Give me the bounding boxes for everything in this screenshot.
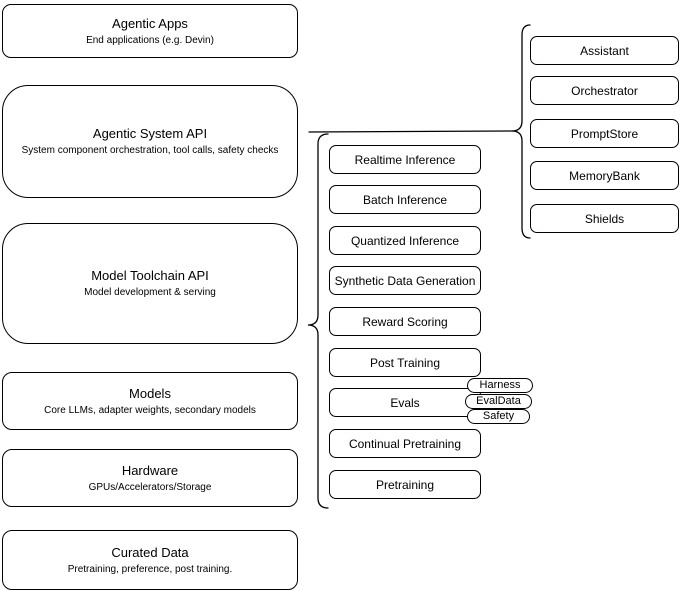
component-orchestrator: Orchestrator	[530, 76, 679, 105]
box-agentic-apps: Agentic Apps End applications (e.g. Devi…	[2, 4, 298, 58]
box-models: Models Core LLMs, adapter weights, secon…	[2, 372, 298, 430]
service-label: Post Training	[369, 355, 441, 370]
service-label: Evals	[390, 395, 420, 410]
eval-tag-safety: Safety	[467, 409, 530, 424]
component-label: Shields	[584, 211, 625, 226]
service-label: Synthetic Data Generation	[334, 273, 476, 288]
component-shields: Shields	[530, 204, 679, 233]
service-reward-scoring: Reward Scoring	[329, 307, 481, 336]
box-subtitle: System component orchestration, tool cal…	[21, 145, 279, 156]
service-label: Continual Pretraining	[348, 436, 462, 451]
eval-tag-evaldata: EvalData	[465, 394, 532, 409]
box-subtitle: End applications (e.g. Devin)	[86, 34, 214, 46]
service-label: Realtime Inference	[354, 152, 456, 167]
component-label: Orchestrator	[571, 83, 638, 98]
service-batch-inference: Batch Inference	[329, 185, 481, 214]
component-label: Assistant	[580, 43, 629, 58]
component-promptstore: PromptStore	[530, 119, 679, 148]
component-assistant: Assistant	[530, 36, 679, 65]
service-label: Quantized Inference	[350, 233, 460, 248]
service-label: Pretraining	[375, 477, 435, 492]
service-label: Reward Scoring	[362, 314, 448, 329]
box-title: Hardware	[121, 462, 179, 478]
box-title: Agentic Apps	[112, 15, 188, 31]
box-title: Curated Data	[111, 544, 189, 560]
service-realtime-inference: Realtime Inference	[329, 145, 481, 174]
service-evals: Evals	[329, 388, 481, 417]
tag-label: EvalData	[476, 395, 521, 407]
box-subtitle: Core LLMs, adapter weights, secondary mo…	[44, 404, 256, 416]
component-label: PromptStore	[570, 126, 639, 141]
box-subtitle: Model development & serving	[84, 287, 216, 298]
system-components-brace	[511, 24, 531, 239]
service-continual-pretraining: Continual Pretraining	[329, 429, 481, 458]
service-synthetic-data-generation: Synthetic Data Generation	[329, 266, 481, 295]
tag-label: Harness	[479, 379, 521, 391]
box-title: Agentic System API	[92, 126, 208, 141]
box-title: Model Toolchain API	[91, 268, 209, 283]
box-model-toolchain-api: Model Toolchain API Model development & …	[2, 223, 298, 344]
box-subtitle: Pretraining, preference, post training.	[67, 563, 233, 575]
component-memorybank: MemoryBank	[530, 161, 679, 190]
tag-label: Safety	[482, 410, 515, 422]
service-label: Batch Inference	[362, 192, 448, 207]
box-curated-data: Curated Data Pretraining, preference, po…	[2, 530, 298, 590]
box-agentic-system-api: Agentic System API System component orch…	[2, 85, 298, 198]
component-label: MemoryBank	[569, 168, 640, 183]
box-subtitle: GPUs/Accelerators/Storage	[88, 481, 212, 493]
box-hardware: Hardware GPUs/Accelerators/Storage	[2, 449, 298, 507]
service-quantized-inference: Quantized Inference	[329, 226, 481, 255]
toolchain-brace	[307, 133, 329, 509]
eval-tag-harness: Harness	[467, 378, 533, 393]
service-post-training: Post Training	[329, 348, 481, 377]
brace-connector-line	[308, 130, 513, 133]
service-pretraining: Pretraining	[329, 470, 481, 499]
box-title: Models	[129, 385, 171, 401]
